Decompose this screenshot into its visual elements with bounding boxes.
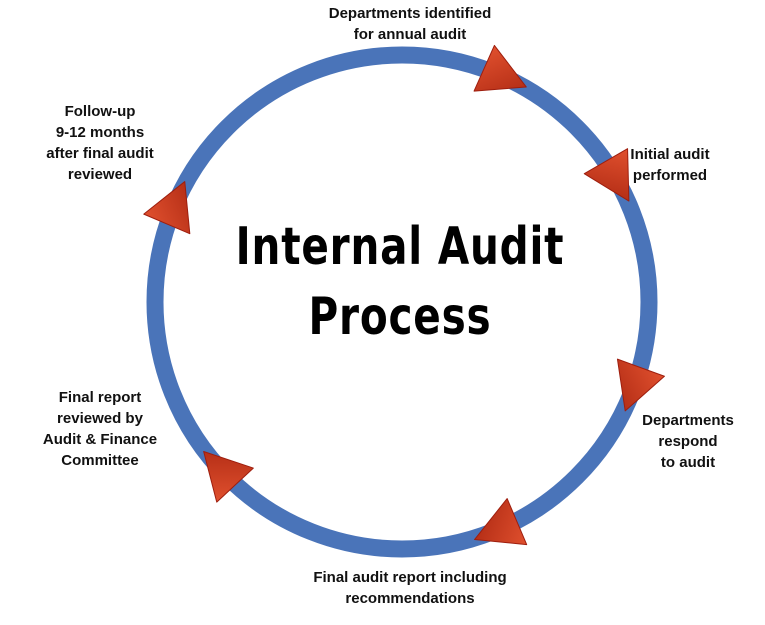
title-line-2: Process (308, 287, 492, 347)
step-4-line-1: Final audit report including (313, 569, 507, 586)
step-3-line-3: to audit (660, 454, 716, 471)
step-final-audit-report: Final audit report including recommendat… (295, 567, 525, 609)
step-5-line-4: Committee (61, 452, 139, 469)
step-departments-identified: Departments identified for annual audit (300, 3, 520, 45)
step-1-line-2: for annual audit (353, 26, 467, 43)
step-committee-review: Final report reviewed by Audit & Finance… (25, 387, 175, 471)
step-6-line-1: Follow-up (64, 103, 136, 120)
cycle-ring (146, 46, 658, 558)
triangle-arrow-icon (473, 44, 527, 92)
diagram-title: Internal Audit Process (228, 212, 571, 352)
step-5-line-1: Final report (58, 389, 142, 406)
step-6-line-3: after final audit (46, 145, 154, 162)
step-2-line-1: Initial audit (630, 146, 710, 163)
step-3-line-1: Departments (642, 412, 734, 429)
step-initial-audit: Initial audit performed (610, 144, 730, 186)
step-follow-up: Follow-up 9-12 months after final audit … (25, 101, 175, 185)
cycle-arrows (143, 44, 665, 546)
step-2-line-2: performed (632, 167, 708, 184)
step-6-line-4: reviewed (67, 166, 133, 183)
step-5-line-3: Audit & Finance (42, 431, 158, 448)
triangle-arrow-icon (143, 181, 191, 235)
triangle-arrow-icon (474, 498, 528, 546)
step-4-line-2: recommendations (345, 590, 475, 607)
triangle-arrow-icon (583, 148, 630, 202)
step-3-line-2: respond (658, 433, 718, 450)
step-departments-respond: Departments respond to audit (628, 410, 748, 473)
step-6-line-2: 9-12 months (55, 124, 145, 141)
step-5-line-2: reviewed by (57, 410, 143, 427)
step-1-line-1: Departments identified (328, 5, 492, 22)
triangle-arrow-icon (203, 450, 254, 503)
triangle-arrow-icon (616, 358, 665, 412)
title-line-1: Internal Audit (235, 217, 565, 277)
